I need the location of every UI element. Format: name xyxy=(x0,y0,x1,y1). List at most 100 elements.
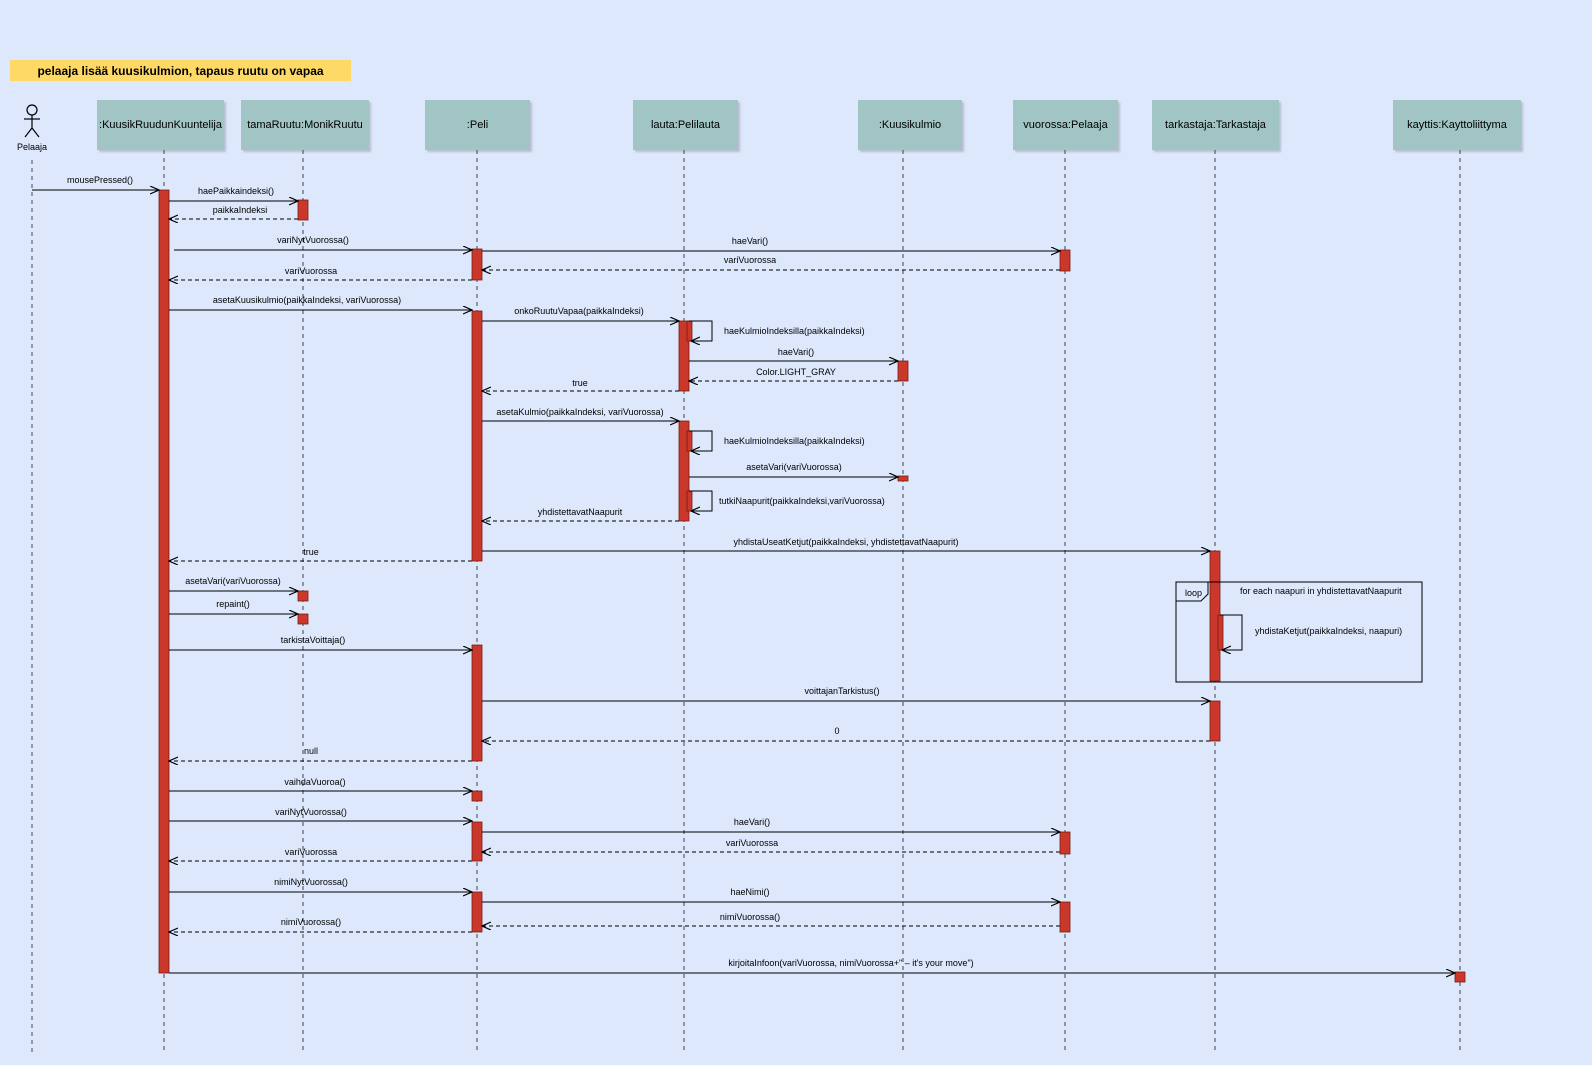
activation-bar-pelilauta xyxy=(678,320,690,392)
message-29: haeVari() xyxy=(482,817,1060,832)
message-17: yhdistettavatNaapurit xyxy=(482,507,679,521)
message-22: repaint() xyxy=(169,599,298,614)
message-label: haeKulmioIndeksilla(paikkaIndeksi) xyxy=(724,326,865,336)
nested-activation-tarkastaja xyxy=(1217,614,1224,651)
activation-bar-kuuntelija xyxy=(158,189,170,974)
self-message-arrow xyxy=(689,430,713,451)
message-label: voittajanTarkistus() xyxy=(804,686,879,696)
self-message-arrow xyxy=(1220,614,1243,650)
message-36: kirjoitaInfoon(variVuorossa, nimiVuoross… xyxy=(169,958,1455,973)
message-label: variNytVuorossa() xyxy=(275,807,347,817)
message-label: paikkaIndeksi xyxy=(213,205,268,215)
loop-fragment: loop for each naapuri in yhdistettavatNaa… xyxy=(1175,581,1423,683)
message-10: haeVari() xyxy=(689,347,898,361)
message-label: repaint() xyxy=(216,599,250,609)
activation-bar-kayttoliittyma xyxy=(1454,971,1466,983)
message-18: yhdistaUseatKetjut(paikkaIndeksi, yhdist… xyxy=(482,537,1210,551)
diagram-title: pelaaja lisää kuusikulmion, tapaus ruutu… xyxy=(10,60,351,81)
self-message-arrow xyxy=(689,320,713,341)
message-15: asetaVari(variVuorossa) xyxy=(689,462,898,477)
actor-leg-right xyxy=(31,127,40,138)
message-label: vaihdaVuoroa() xyxy=(284,777,345,787)
lifeline-box-peli[interactable]: :Peli xyxy=(425,100,530,150)
nested-activation-pelilauta xyxy=(686,430,693,452)
message-label: nimiVuorossa() xyxy=(720,912,780,922)
message-33: haeNimi() xyxy=(482,887,1060,902)
message-6: variVuorossa xyxy=(169,266,472,280)
message-28: variNytVuorossa() xyxy=(169,807,472,821)
message-label: asetaVari(variVuorossa) xyxy=(746,462,842,472)
lifeline-box-kayttoliittyma[interactable]: kayttis:Kayttoliittyma xyxy=(1393,100,1521,150)
message-12: true xyxy=(482,378,679,391)
message-label: variVuorossa xyxy=(726,838,778,848)
message-label: tutkiNaapurit(paikkaIndeksi,variVuorossa… xyxy=(719,496,885,506)
activation-bar-pelaaja xyxy=(1059,831,1071,855)
message-16: tutkiNaapurit(paikkaIndeksi,variVuorossa… xyxy=(689,490,885,511)
message-label: yhdistaUseatKetjut(paikkaIndeksi, yhdist… xyxy=(733,537,958,547)
lifeline-box-monikruutu[interactable]: tamaRuutu:MonikRuutu xyxy=(241,100,369,150)
lifeline-box-kuusikulmio[interactable]: :Kuusikulmio xyxy=(858,100,962,150)
message-label: variVuorossa xyxy=(724,255,776,265)
message-27: vaihdaVuoroa() xyxy=(169,777,472,791)
message-label: variNytVuorossa() xyxy=(277,235,349,245)
lifeline-box-pelaaja[interactable]: vuorossa:Pelaaja xyxy=(1013,100,1118,150)
message-26: null xyxy=(169,746,472,761)
message-30: variVuorossa xyxy=(482,838,1060,852)
activation-bar-kuusikulmio xyxy=(897,475,909,482)
loop-operator-tab xyxy=(1175,581,1209,602)
message-label: asetaVari(variVuorossa) xyxy=(185,576,281,586)
message-34: nimiVuorossa() xyxy=(482,912,1060,926)
message-label: variVuorossa xyxy=(285,266,337,276)
loop-operator-label: loop xyxy=(1185,588,1202,598)
activation-bar-pelilauta xyxy=(678,420,690,522)
message-5: variVuorossa xyxy=(482,255,1060,270)
lifeline-box-tarkastaja[interactable]: tarkastaja:Tarkastaja xyxy=(1152,100,1279,150)
message-label: true xyxy=(303,547,319,557)
actor-icon xyxy=(24,104,40,138)
message-label: haeVari() xyxy=(734,817,770,827)
message-label: true xyxy=(572,378,588,388)
nested-activation-pelilauta xyxy=(686,320,693,342)
message-14: haeKulmioIndeksilla(paikkaIndeksi) xyxy=(689,430,865,451)
lifeline-box-kuuntelija[interactable]: :KuusikRuudunKuuntelija xyxy=(97,100,224,150)
activation-bar-monikruutu xyxy=(297,613,309,625)
activation-bar-peli xyxy=(471,790,483,802)
message-label: haeVari() xyxy=(732,236,768,246)
message-label: asetaKuusikulmio(paikkaIndeksi, variVuor… xyxy=(213,295,401,305)
message-label: haeVari() xyxy=(778,347,814,357)
activation-bar-peli xyxy=(471,821,483,862)
message-label: kirjoitaInfoon(variVuorossa, nimiVuoross… xyxy=(728,958,973,968)
message-4: haeVari() xyxy=(482,236,1060,251)
message-3: variNytVuorossa() xyxy=(174,235,472,250)
message-label: 0 xyxy=(834,726,839,736)
nested-activation-pelilauta xyxy=(686,490,693,512)
message-label: yhdistettavatNaapurit xyxy=(538,507,623,517)
actor-head xyxy=(26,104,38,116)
activation-bar-peli xyxy=(471,248,483,281)
lifeline-box-pelilauta[interactable]: lauta:Pelilauta xyxy=(633,100,738,150)
message-label: nimiVuorossa() xyxy=(281,917,341,927)
message-label: yhdistaKetjut(paikkaIndeksi, naapuri) xyxy=(1255,626,1402,636)
message-label: onkoRuutuVapaa(paikkaIndeksi) xyxy=(514,306,643,316)
message-23: tarkistaVoittaja() xyxy=(169,635,472,650)
message-0: mousePressed() xyxy=(32,175,159,190)
message-label: nimiNytVuorossa() xyxy=(274,877,348,887)
message-label: haeNimi() xyxy=(730,887,769,897)
message-label: haeKulmioIndeksilla(paikkaIndeksi) xyxy=(724,436,865,446)
activation-bar-monikruutu xyxy=(297,590,309,602)
activation-bar-peli xyxy=(471,891,483,933)
loop-frame xyxy=(1175,581,1423,683)
activation-bar-peli xyxy=(471,644,483,762)
message-label: tarkistaVoittaja() xyxy=(281,635,346,645)
activation-bar-monikruutu xyxy=(297,199,309,221)
activation-bar-peli xyxy=(471,310,483,562)
loop-guard-label: for each naapuri in yhdistettavatNaapuri… xyxy=(1240,586,1402,596)
activation-bar-pelaaja xyxy=(1059,249,1071,272)
message-13: asetaKulmio(paikkaIndeksi, variVuorossa) xyxy=(482,407,679,421)
self-message-arrow xyxy=(689,490,713,511)
message-11: Color.LIGHT_GRAY xyxy=(689,367,898,381)
message-31: variVuorossa xyxy=(169,847,472,861)
message-label: null xyxy=(304,746,318,756)
